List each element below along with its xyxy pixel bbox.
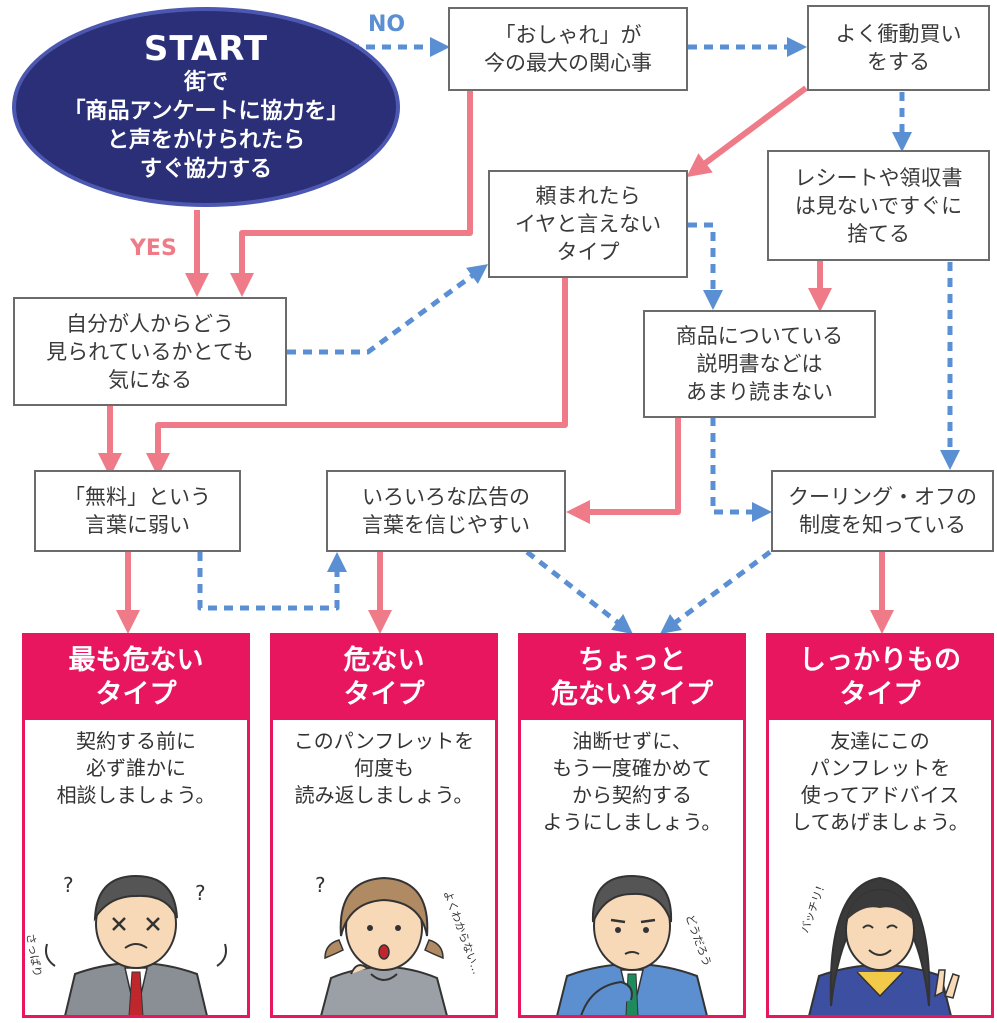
- yes-arrow: [566, 417, 681, 524]
- result-advice: 契約する前に 必ず誰かに 相談しましょう。: [56, 729, 216, 807]
- yes-arrow: [146, 275, 568, 477]
- yes-label: YES: [130, 236, 177, 261]
- svg-text:?: ?: [315, 873, 326, 897]
- doodle-text: バッチリ！: [798, 879, 829, 935]
- no-arrow: [710, 417, 772, 522]
- confused-businessman-illustration: ? ? さっぱり: [25, 873, 227, 1015]
- node-koukoku: いろいろな広告の 言葉を信じやすい: [326, 470, 566, 552]
- node-tanomareta: 頼まれたら イヤと言えない タイプ: [488, 170, 688, 278]
- doodle-text: さっぱり: [25, 932, 44, 978]
- start-question: 街で 「商品アンケートに協力を」 と声をかけられたら すぐ協力する: [63, 70, 349, 182]
- node-setsumeisho: 商品についている 説明書などは あまり読まない: [643, 310, 876, 418]
- result-dangerous: 危ない タイプ このパンフレットを 何度も 読み返しましょう。 ? よくわからな…: [270, 633, 498, 1018]
- yes-arrow: [686, 85, 808, 178]
- yes-arrow: [230, 90, 473, 297]
- no-arrow: [525, 550, 633, 635]
- node-cooling: クーリング・オフの 制度を知っている: [771, 470, 994, 552]
- start-node: START 街で 「商品アンケートに協力を」 と声をかけられたら すぐ協力する: [12, 7, 400, 207]
- puzzled-girl-illustration: ? よくわからない…: [315, 873, 483, 1015]
- result-title: 最も危ない タイプ: [25, 636, 247, 720]
- no-label: NO: [368, 12, 406, 37]
- result-most-dangerous: 最も危ない タイプ 契約する前に 必ず誰かに 相談しましょう。 ? ? さっぱり: [22, 633, 250, 1018]
- thinking-man-illustration: どうだろう: [556, 874, 714, 1015]
- result-title: ちょっと 危ないタイプ: [521, 636, 743, 720]
- node-mirareteiru: 自分が人からどう 見られているかとても 気になる: [13, 297, 287, 406]
- node-oshare: 「おしゃれ」が 今の最大の関心事: [448, 7, 688, 91]
- result-advice: このパンフレットを 何度も 読み返しましょう。: [293, 729, 475, 807]
- result-title: 危ない タイプ: [273, 636, 495, 720]
- result-reliable: しっかりもの タイプ 友達にこの パンフレットを 使ってアドバイス してあげまし…: [766, 633, 994, 1018]
- doodle-text: どうだろう: [683, 913, 714, 969]
- no-arrow: [197, 552, 347, 611]
- result-advice: 油断せずに、 もう一度確かめて から契約する ようにしましょう。: [542, 729, 722, 834]
- confident-student-illustration: バッチリ！: [798, 876, 960, 1015]
- result-advice: 友達にこの パンフレットを 使ってアドバイス してあげましょう。: [791, 729, 969, 834]
- result-title: しっかりもの タイプ: [769, 636, 991, 720]
- doodle-text: よくわからない…: [441, 889, 483, 976]
- svg-text:?: ?: [195, 881, 206, 905]
- start-title: START: [143, 29, 269, 69]
- no-arrow: [688, 222, 723, 310]
- no-arrow: [287, 264, 489, 355]
- svg-text:?: ?: [63, 873, 74, 897]
- node-receipt: レシートや領収書 は見ないですぐに 捨てる: [767, 150, 990, 261]
- no-arrow: [659, 549, 772, 634]
- node-muryou: 「無料」という 言葉に弱い: [34, 470, 241, 552]
- node-shodougai: よく衝動買い をする: [807, 5, 990, 91]
- result-somewhat-dangerous: ちょっと 危ないタイプ 油断せずに、 もう一度確かめて から契約する ようにしま…: [518, 633, 746, 1018]
